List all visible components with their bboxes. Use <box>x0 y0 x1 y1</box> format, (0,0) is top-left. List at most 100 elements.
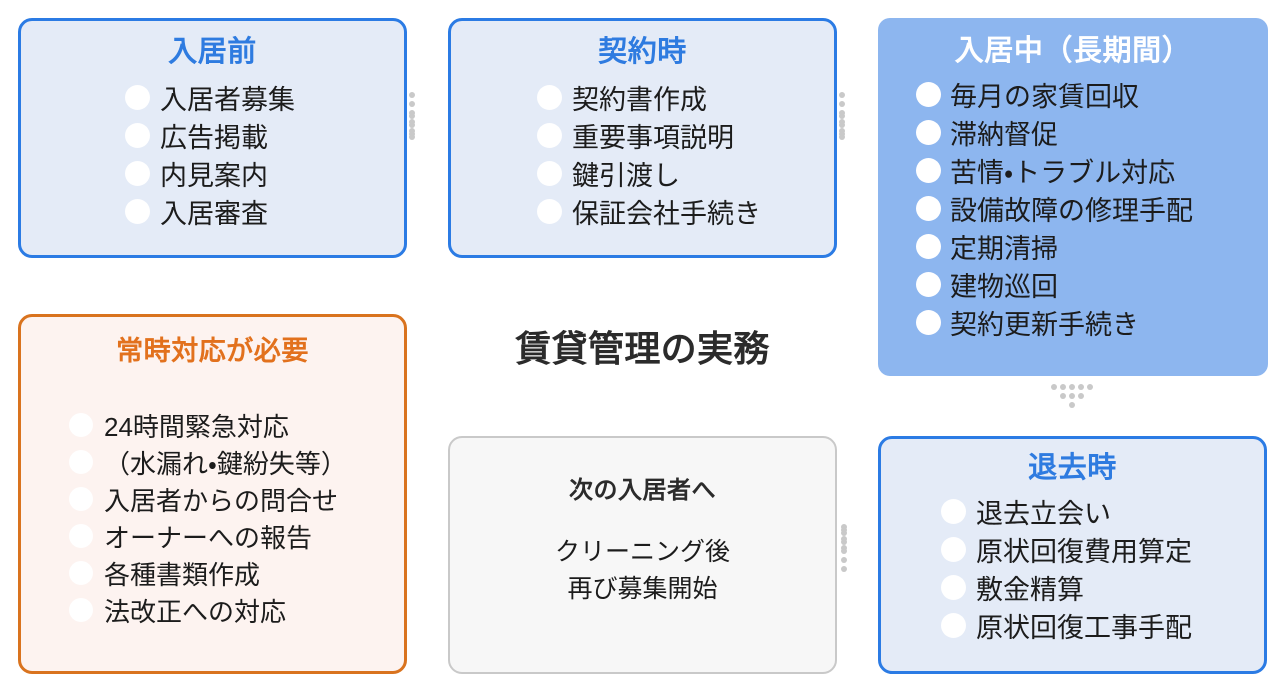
bullet-dot-icon <box>537 85 562 111</box>
list-item-label: 定期清掃 <box>950 234 1058 265</box>
list-item-label: 契約書作成 <box>572 85 707 116</box>
bullet-dot-icon <box>941 575 966 601</box>
list-item-label: 退去立会い <box>976 499 1111 530</box>
list-item: 各種書類作成 <box>69 555 404 592</box>
bullet-dot-icon <box>537 161 562 187</box>
list-item: 毎月の家賃回収 <box>916 76 1268 114</box>
list-item-label: 保証会社手続き <box>572 199 761 230</box>
list-item-label: 内見案内 <box>160 161 268 192</box>
list-item-label: 入居者募集 <box>160 85 295 116</box>
arrow-during-to-moveout-icon <box>1040 384 1103 408</box>
bullet-dot-icon <box>125 85 150 111</box>
card-next-tenant-title: 次の入居者へ <box>569 477 716 504</box>
card-move-out-title: 退去時 <box>1028 452 1117 484</box>
bullet-dot-icon <box>69 524 93 549</box>
list-item-label: 契約更新手続き <box>950 310 1139 341</box>
bullet-dot-icon <box>916 234 941 260</box>
list-item-label: 入居審査 <box>160 199 268 230</box>
list-item: 設備故障の修理手配 <box>916 190 1268 228</box>
bullet-dot-icon <box>916 272 941 298</box>
card-during-residence-list: 毎月の家賃回収 滞納督促 苦情・トラブル対応 設備故障の修理手配 定期清掃 建物… <box>878 76 1268 342</box>
list-item: 入居者からの問合せ <box>69 481 404 518</box>
card-move-out: 退去時 退去立会い 原状回復費用算定 敷金精算 原状回復工事手配 <box>878 436 1267 674</box>
bullet-dot-icon <box>916 120 941 146</box>
list-item: 内見案内 <box>125 155 404 193</box>
card-next-tenant-body: クリーニング後 再び募集開始 <box>450 534 835 607</box>
bullet-dot-icon <box>125 161 150 187</box>
list-item: 入居審査 <box>125 193 404 231</box>
list-item-label: 設備故障の修理手配 <box>950 196 1193 227</box>
bullet-dot-icon <box>941 537 966 563</box>
list-item-label: 敷金精算 <box>976 575 1084 606</box>
list-item-label: 滞納督促 <box>950 120 1058 151</box>
list-item: （水漏れ・鍵紛失等） <box>69 444 404 481</box>
list-item-label: 24時間緊急対応 <box>104 411 289 442</box>
bullet-dot-icon <box>941 499 966 525</box>
bullet-dot-icon <box>537 123 562 149</box>
card-during-residence: 入居中（長期間） 毎月の家賃回収 滞納督促 苦情・トラブル対応 設備故障の修理手… <box>878 18 1268 376</box>
list-item: 敷金精算 <box>941 569 1264 607</box>
card-during-residence-title: 入居中（長期間） <box>954 35 1192 67</box>
list-item-label: 広告掲載 <box>160 123 268 154</box>
bullet-dot-icon <box>916 196 941 222</box>
list-item-label: 法改正への対応 <box>104 596 287 627</box>
bullet-dot-icon <box>537 199 562 225</box>
bullet-dot-icon <box>69 450 93 475</box>
bullet-dot-icon <box>69 413 93 438</box>
list-item: 定期清掃 <box>916 228 1268 266</box>
list-item-label: 毎月の家賃回収 <box>950 82 1139 113</box>
bullet-dot-icon <box>69 487 93 512</box>
card-pre-move-in-list: 入居者募集 広告掲載 内見案内 入居審査 <box>21 79 404 231</box>
list-item-label: オーナーへの報告 <box>104 522 313 553</box>
arrow-contract-to-during-icon <box>839 91 845 189</box>
list-item: 滞納督促 <box>916 114 1268 152</box>
card-contract-title: 契約時 <box>598 36 687 68</box>
list-item: 24時間緊急対応 <box>69 407 404 444</box>
list-item: 法改正への対応 <box>69 592 404 629</box>
list-item-label: 入居者からの問合せ <box>104 485 339 516</box>
bullet-dot-icon <box>916 310 941 336</box>
list-item-label: （水漏れ・鍵紛失等） <box>104 448 347 479</box>
bullet-dot-icon <box>69 561 93 586</box>
list-item: 契約更新手続き <box>916 304 1268 342</box>
bullet-dot-icon <box>69 598 93 623</box>
list-item: 退去立会い <box>941 493 1264 531</box>
list-item: 苦情・トラブル対応 <box>916 152 1268 190</box>
bullet-dot-icon <box>125 199 150 225</box>
list-item: 原状回復費用算定 <box>941 531 1264 569</box>
list-item-label: 原状回復工事手配 <box>976 613 1192 644</box>
list-item: 原状回復工事手配 <box>941 607 1264 645</box>
list-item: 広告掲載 <box>125 117 404 155</box>
list-item: オーナーへの報告 <box>69 518 404 555</box>
diagram-title: 賃貸管理の実務 <box>515 328 770 369</box>
card-contract-list: 契約書作成 重要事項説明 鍵引渡し 保証会社手続き <box>451 79 834 231</box>
card-pre-move-in: 入居前 入居者募集 広告掲載 内見案内 入居審査 <box>18 18 407 258</box>
list-item: 建物巡回 <box>916 266 1268 304</box>
bullet-dot-icon <box>916 158 941 184</box>
card-next-tenant-line-1: クリーニング後 <box>554 538 730 567</box>
bullet-dot-icon <box>941 613 966 639</box>
list-item-label: 重要事項説明 <box>572 123 734 154</box>
card-always-required-title: 常時対応が必要 <box>116 336 309 366</box>
arrow-pre-to-contract-icon <box>409 91 415 189</box>
list-item-label: 原状回復費用算定 <box>976 537 1192 568</box>
card-pre-move-in-title: 入居前 <box>168 36 257 68</box>
list-item-label: 苦情・トラブル対応 <box>950 158 1176 189</box>
card-move-out-list: 退去立会い 原状回復費用算定 敷金精算 原状回復工事手配 <box>881 493 1264 645</box>
card-next-tenant: 次の入居者へ クリーニング後 再び募集開始 <box>448 436 837 674</box>
card-next-tenant-line-2: 再び募集開始 <box>567 574 718 603</box>
list-item-label: 鍵引渡し <box>572 161 680 192</box>
list-item: 重要事項説明 <box>537 117 834 155</box>
list-item: 鍵引渡し <box>537 155 834 193</box>
bullet-dot-icon <box>916 82 941 108</box>
list-item: 契約書作成 <box>537 79 834 117</box>
list-item-label: 各種書類作成 <box>104 559 261 590</box>
bullet-dot-icon <box>125 123 150 149</box>
arrow-moveout-to-next-icon <box>841 522 847 603</box>
card-contract: 契約時 契約書作成 重要事項説明 鍵引渡し 保証会社手続き <box>448 18 837 258</box>
list-item: 入居者募集 <box>125 79 404 117</box>
list-item: 保証会社手続き <box>537 193 834 231</box>
card-always-required: 常時対応が必要 24時間緊急対応 （水漏れ・鍵紛失等） 入居者からの問合せ オー… <box>18 314 407 674</box>
list-item-label: 建物巡回 <box>950 272 1058 303</box>
